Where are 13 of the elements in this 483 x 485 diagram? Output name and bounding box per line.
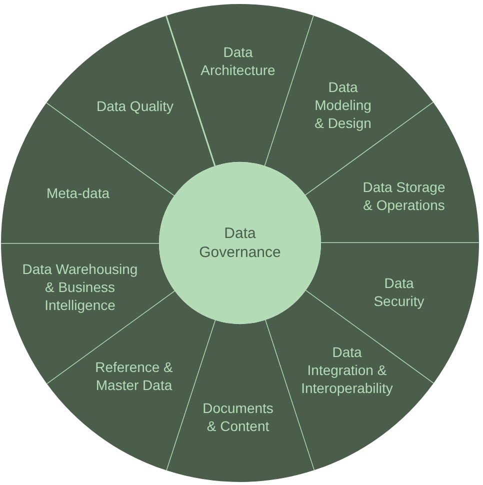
segment-label: Data Storage & Operations <box>362 178 446 214</box>
segment-label: Data Security <box>372 274 426 310</box>
segment-label: Data Architecture <box>200 43 276 79</box>
wheel-segment <box>304 101 480 244</box>
wheel-segment <box>0 101 176 244</box>
segment-label: Documents & Content <box>202 399 274 435</box>
segment-label: Meta-data <box>45 184 111 202</box>
segment-label: Data Modeling & Design <box>314 78 372 132</box>
segment-label: Data Warehousing & Business Intelligence <box>21 260 139 314</box>
segment-label: Data Integration & Interoperability <box>300 343 394 397</box>
hub-label: Data Governance <box>198 224 282 262</box>
segment-label: Data Quality <box>95 97 175 115</box>
segment-label: Reference & Master Data <box>94 358 174 394</box>
